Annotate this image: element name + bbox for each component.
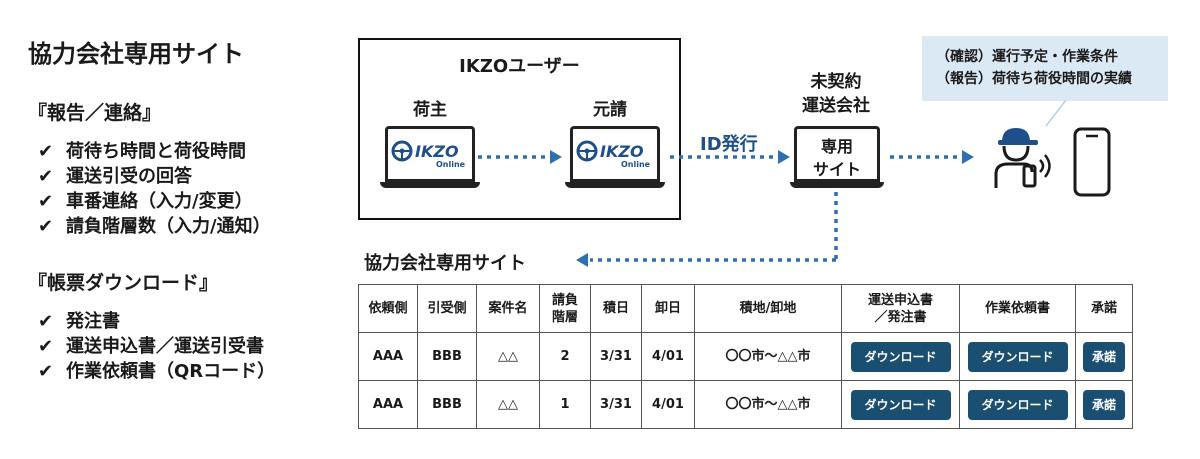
check-icon: ✔: [38, 336, 54, 357]
list-item: ✔運送申込書／運送引受書: [38, 336, 264, 357]
cell-case-name: △△: [476, 380, 540, 429]
approve-button[interactable]: 承諾: [1083, 389, 1125, 420]
header-cell: 承諾: [1075, 284, 1133, 333]
svg-text:IKZO: IKZO: [600, 142, 644, 161]
header-cell: 卸日: [641, 284, 695, 333]
list-item: ✔荷待ち時間と荷役時間: [38, 141, 246, 162]
check-icon: ✔: [38, 311, 54, 332]
cell-order-download: ダウンロード: [841, 332, 960, 381]
list-item: ✔車番連絡（入力/変更）: [38, 191, 253, 212]
check-icon: ✔: [38, 191, 54, 212]
contractor-label: 元請: [593, 100, 627, 120]
site-table-title: 協力会社専用サイト: [364, 253, 526, 274]
ikzo-logo: IKZO Online: [573, 129, 657, 179]
check-icon: ✔: [38, 216, 54, 237]
header-cell: 積日: [590, 284, 642, 333]
cell-work-download: ダウンロード: [959, 332, 1076, 381]
cell-load-date: 3/31: [590, 380, 642, 429]
report-list: ✔荷待ち時間と荷役時間 ✔運送引受の回答 ✔車番連絡（入力/変更） ✔請負階層数…: [38, 139, 271, 239]
cell-route: 〇〇市～△△市: [694, 332, 842, 381]
id-issue-label: ID発行: [700, 134, 758, 155]
table-header-row: 依頼側 引受側 案件名 請負 階層 積日 卸日 積地/卸地 運送申込書 ／発注書…: [358, 284, 1133, 333]
cell-unload-date: 4/01: [641, 380, 695, 429]
cell-approve: 承諾: [1075, 332, 1133, 381]
list-item: ✔請負階層数（入力/通知）: [38, 216, 271, 237]
cell-route: 〇〇市～△△市: [694, 380, 842, 429]
list-item: ✔運送引受の回答: [38, 166, 192, 187]
header-cell: 引受側: [417, 284, 477, 333]
header-cell: 運送申込書 ／発注書: [841, 284, 960, 333]
site-laptop: 専用 サイト: [790, 126, 884, 188]
approve-button[interactable]: 承諾: [1083, 341, 1125, 372]
list-item: ✔作業依頼書（QRコード）: [38, 361, 276, 382]
svg-text:IKZO: IKZO: [415, 142, 459, 161]
site-screen-text: 専用 サイト: [812, 137, 861, 179]
cell-requester: AAA: [358, 380, 418, 429]
cell-acceptor: BBB: [417, 332, 477, 381]
header-cell: 案件名: [476, 284, 540, 333]
download-order-button[interactable]: ダウンロード: [850, 341, 951, 372]
header-cell: 依頼側: [358, 284, 418, 333]
svg-text:Online: Online: [436, 160, 466, 169]
download-work-request-button[interactable]: ダウンロード: [967, 341, 1068, 372]
cell-unload-date: 4/01: [641, 332, 695, 381]
cell-tier: 2: [539, 332, 591, 381]
header-cell: 作業依頼書: [959, 284, 1076, 333]
download-section-heading: 『帳票ダウンロード』: [28, 272, 219, 294]
cell-acceptor: BBB: [417, 380, 477, 429]
ikzo-user-label: IKZOユーザー: [459, 56, 580, 77]
info-callout: （確認）運行予定・作業条件 （報告）荷待ち荷役時間の実績: [922, 36, 1168, 101]
cell-work-download: ダウンロード: [959, 380, 1076, 429]
header-cell: 積地/卸地: [694, 284, 842, 333]
table-row: AAA BBB △△ 2 3/31 4/01 〇〇市～△△市 ダウンロード ダウ…: [358, 332, 1133, 381]
check-icon: ✔: [38, 361, 54, 382]
table-row: AAA BBB △△ 1 3/31 4/01 〇〇市～△△市 ダウンロード ダウ…: [358, 380, 1133, 429]
check-icon: ✔: [38, 166, 54, 187]
shipper-laptop: IKZO Online: [380, 126, 480, 188]
steering-wheel-icon: IKZO Online: [391, 140, 466, 169]
download-list: ✔発注書 ✔運送申込書／運送引受書 ✔作業依頼書（QRコード）: [38, 309, 275, 384]
ikzo-logo: IKZO Online: [388, 129, 472, 179]
site-table: 依頼側 引受側 案件名 請負 階層 積日 卸日 積地/卸地 運送申込書 ／発注書…: [358, 284, 1133, 429]
cell-requester: AAA: [358, 332, 418, 381]
cell-tier: 1: [539, 380, 591, 429]
header-cell: 請負 階層: [539, 284, 591, 333]
smartphone-icon: [1073, 127, 1111, 197]
page-title: 協力会社専用サイト: [28, 40, 244, 68]
download-work-request-button[interactable]: ダウンロード: [967, 389, 1068, 420]
cell-load-date: 3/31: [590, 332, 642, 381]
check-icon: ✔: [38, 141, 54, 162]
shipper-label: 荷主: [413, 100, 447, 120]
cell-approve: 承諾: [1075, 380, 1133, 429]
cell-order-download: ダウンロード: [841, 380, 960, 429]
svg-text:Online: Online: [621, 160, 651, 169]
contractor-laptop: IKZO Online: [565, 126, 665, 188]
list-item: ✔発注書: [38, 311, 120, 332]
download-order-button[interactable]: ダウンロード: [850, 389, 951, 420]
carrier-label: 未契約 運送会社: [802, 72, 870, 116]
worker-icon: [994, 128, 1051, 188]
ikzo-user-box: [358, 38, 681, 220]
report-section-heading: 『報告／連絡』: [28, 102, 162, 124]
callout-pointer: [1045, 100, 1067, 127]
steering-wheel-icon: IKZO Online: [576, 140, 651, 169]
cell-case-name: △△: [476, 332, 540, 381]
